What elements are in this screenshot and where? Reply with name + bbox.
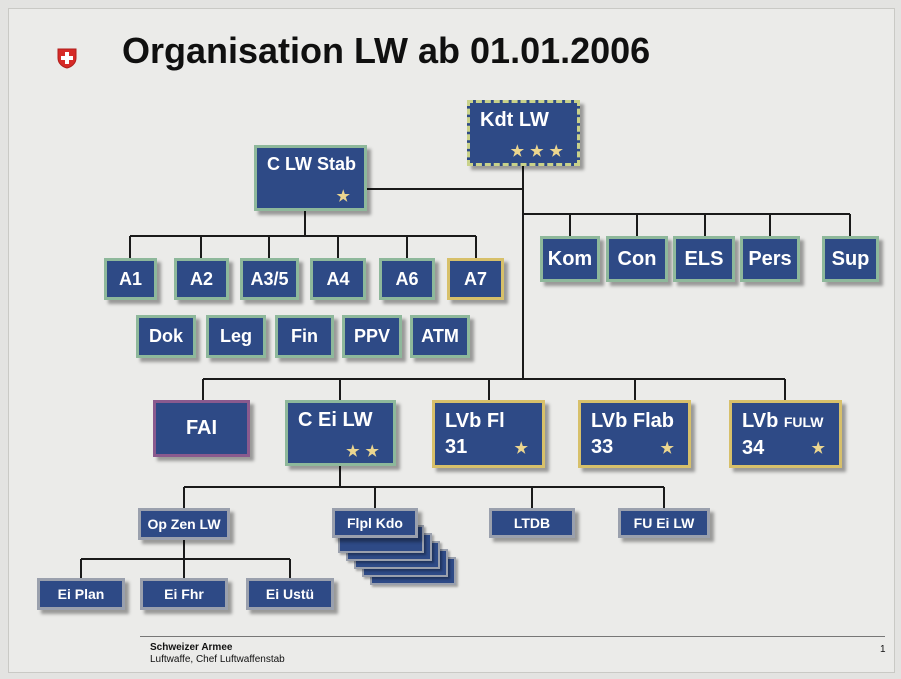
direct-unit-els: ELS (673, 236, 735, 282)
ei-fhr-box: Ei Fhr (140, 578, 228, 610)
lvb-flab-box: LVb Flab 33 ★ (578, 400, 691, 468)
lvb-flab-number: 33 (591, 436, 614, 458)
staff-unit-a1: A1 (104, 258, 157, 300)
ei-ustu-box: Ei Ustü (246, 578, 334, 610)
lvb-fl-number: 31 (445, 436, 468, 458)
staff-unit-a4: A4 (310, 258, 366, 300)
staff-unit-a3-5: A3/5 (240, 258, 299, 300)
staff-unit-atm: ATM (410, 315, 470, 358)
footer-unit: Luftwaffe, Chef Luftwaffenstab (150, 654, 285, 665)
ei-plan-box: Ei Plan (37, 578, 125, 610)
ltdb-box: LTDB (489, 508, 575, 538)
lvb-fl-label: LVb Fl (445, 410, 505, 432)
lvb-fulw-title: LVb FULW (742, 408, 824, 435)
staff-unit-leg: Leg (206, 315, 266, 358)
direct-unit-pers: Pers (740, 236, 800, 282)
page-number: 1 (880, 644, 886, 655)
lvb-fulw-label: LVb (742, 409, 779, 432)
op-zen-lw-box: Op Zen LW (138, 508, 230, 540)
c-ei-lw-label: C Ei LW (298, 409, 373, 431)
direct-unit-kom: Kom (540, 236, 600, 282)
kdt-lw-box: Kdt LW ★★★ (467, 100, 580, 166)
slide-title: Organisation LW ab 01.01.2006 (122, 30, 651, 71)
fai-box: FAI (153, 400, 250, 457)
footer-divider (140, 636, 885, 637)
direct-unit-sup: Sup (822, 236, 879, 282)
c-lw-stab-label: C LW Stab (267, 154, 356, 174)
direct-unit-con: Con (606, 236, 668, 282)
lvb-fl-stars: ★ (514, 440, 534, 457)
flpl-kdo-box: Flpl Kdo (332, 508, 418, 538)
staff-unit-a6: A6 (379, 258, 435, 300)
lvb-fulw-stars: ★ (811, 440, 831, 457)
lvb-flab-stars: ★ (660, 440, 680, 457)
kdt-lw-stars: ★★★ (510, 143, 569, 160)
lvb-fl-box: LVb Fl 31 ★ (432, 400, 545, 468)
lvb-fulw-number: 34 (742, 436, 765, 459)
staff-unit-a2: A2 (174, 258, 229, 300)
c-lw-stab-box: C LW Stab ★ (254, 145, 367, 211)
c-ei-lw-stars: ★★ (346, 443, 385, 460)
swiss-flag-icon (57, 48, 77, 69)
staff-unit-fin: Fin (275, 315, 334, 358)
lvb-fulw-box: LVb FULW 34 ★ (729, 400, 842, 468)
kdt-lw-label: Kdt LW (480, 109, 549, 131)
fu-ei-lw-box: FU Ei LW (618, 508, 710, 538)
staff-unit-a7: A7 (447, 258, 504, 300)
footer-organization: Schweizer Armee (150, 642, 233, 653)
c-lw-stab-stars: ★ (336, 188, 356, 205)
staff-unit-dok: Dok (136, 315, 196, 358)
lvb-fulw-suffix: FULW (783, 413, 824, 430)
c-ei-lw-box: C Ei LW ★★ (285, 400, 396, 466)
staff-unit-ppv: PPV (342, 315, 402, 358)
lvb-flab-label: LVb Flab (591, 410, 674, 432)
